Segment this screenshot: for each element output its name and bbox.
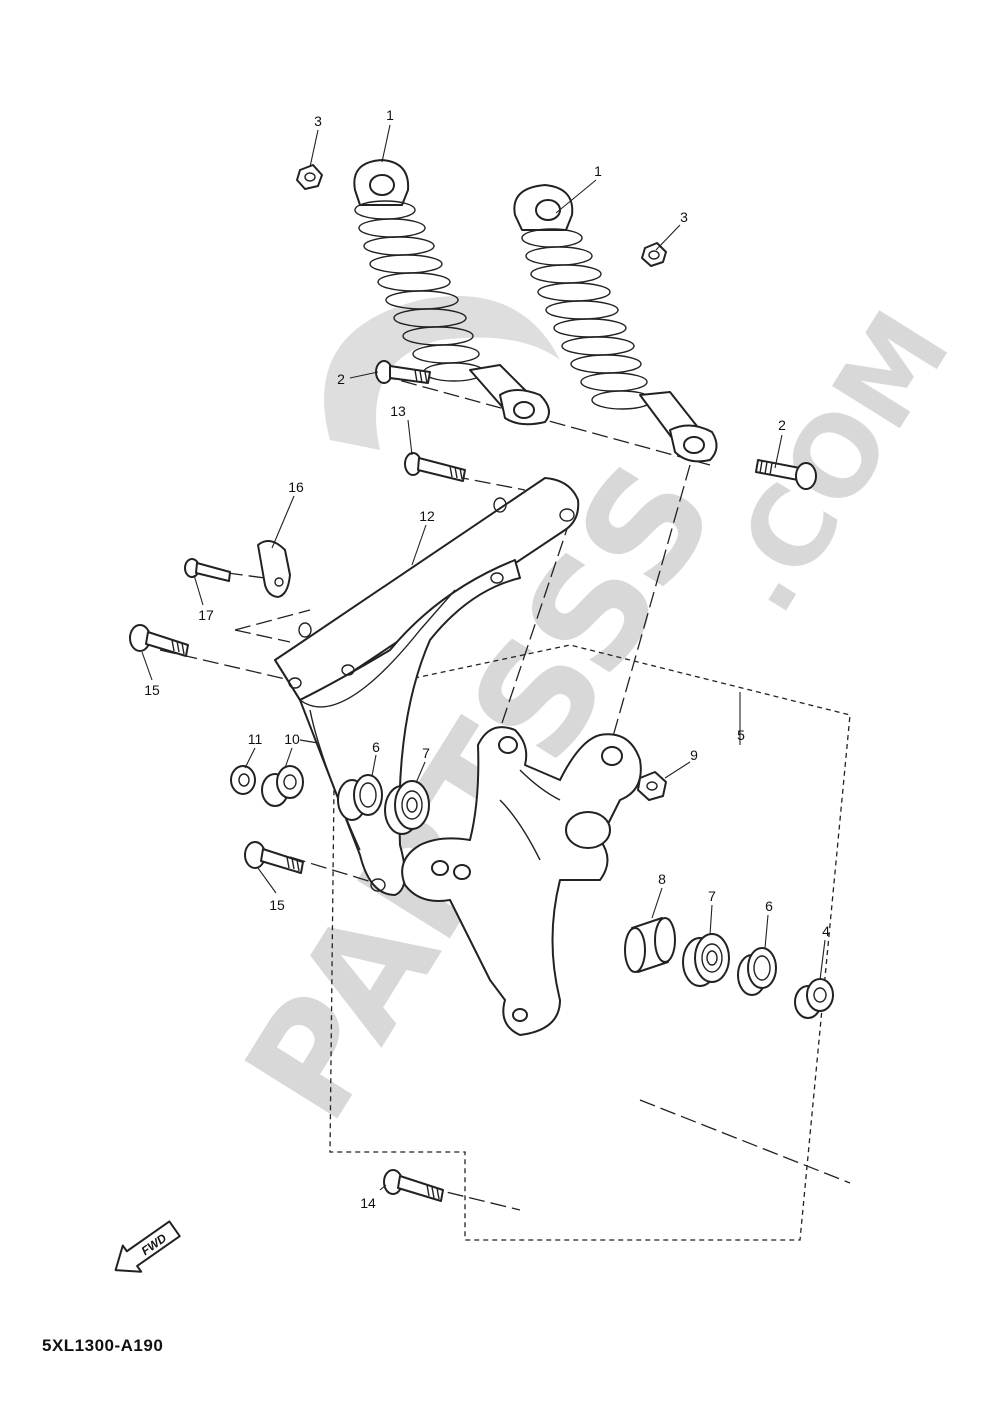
callout-17: 17 bbox=[198, 607, 214, 623]
callout-1-left: 1 bbox=[386, 107, 394, 123]
callout-2-right: 2 bbox=[778, 417, 786, 433]
callout-11: 11 bbox=[248, 731, 263, 747]
bracket-12 bbox=[274, 477, 580, 896]
spacer-10 bbox=[261, 765, 304, 807]
callout-6-left: 6 bbox=[372, 739, 380, 755]
bolt-2-left bbox=[375, 360, 431, 384]
nut-3-left bbox=[296, 164, 323, 190]
callout-8: 8 bbox=[658, 871, 666, 887]
callout-1-right: 1 bbox=[594, 163, 602, 179]
bolt-15-lower bbox=[244, 841, 304, 874]
callout-6-right: 6 bbox=[765, 898, 773, 914]
oil-seal-6-left bbox=[337, 774, 383, 821]
rear-hub-bracket-5 bbox=[401, 726, 642, 1036]
bearing-7-left bbox=[384, 780, 430, 835]
bolt-2-right bbox=[755, 459, 817, 490]
oil-seal-6-right bbox=[737, 947, 777, 996]
shock-absorber-right bbox=[513, 184, 718, 463]
callout-7-right: 7 bbox=[708, 888, 716, 904]
nut-9 bbox=[637, 771, 667, 801]
nut-3-right bbox=[641, 242, 667, 267]
callout-7-left: 7 bbox=[422, 745, 430, 761]
collar-8 bbox=[624, 917, 676, 973]
callout-16: 16 bbox=[288, 479, 304, 495]
callouts: 1 3 1 3 2 2 13 16 12 17 15 15 5 11 10 6 … bbox=[144, 107, 830, 1211]
collar-4 bbox=[794, 978, 834, 1019]
callout-3-left: 3 bbox=[314, 113, 322, 129]
callout-13: 13 bbox=[390, 403, 406, 419]
fwd-direction-arrow: FWD bbox=[114, 1220, 181, 1273]
collar-11 bbox=[230, 765, 256, 795]
callout-3-right: 3 bbox=[680, 209, 688, 225]
callout-15-upper: 15 bbox=[144, 682, 160, 698]
leader-lines bbox=[141, 124, 826, 1191]
bolt-15-upper bbox=[129, 624, 189, 657]
callout-15-lower: 15 bbox=[269, 897, 285, 913]
bolt-13 bbox=[404, 452, 466, 482]
bearing-7-right bbox=[682, 933, 730, 987]
callout-12: 12 bbox=[419, 508, 435, 524]
alignment-lines bbox=[159, 374, 851, 1211]
callout-2-left: 2 bbox=[337, 371, 345, 387]
bracket-16 bbox=[257, 540, 291, 598]
watermark-suffix: .COM bbox=[693, 290, 974, 634]
callout-9: 9 bbox=[690, 747, 698, 763]
callout-14: 14 bbox=[360, 1195, 376, 1211]
bolt-14 bbox=[383, 1169, 444, 1202]
assembly-boundary-5 bbox=[329, 644, 851, 1241]
watermark-logo-swoosh bbox=[324, 296, 560, 450]
callout-4: 4 bbox=[822, 923, 830, 939]
diagram-code: 5XL1300-A190 bbox=[42, 1336, 164, 1355]
callout-5: 5 bbox=[737, 727, 745, 743]
shock-absorber-left bbox=[353, 159, 550, 426]
callout-10: 10 bbox=[284, 731, 300, 747]
bolt-17 bbox=[184, 558, 231, 582]
